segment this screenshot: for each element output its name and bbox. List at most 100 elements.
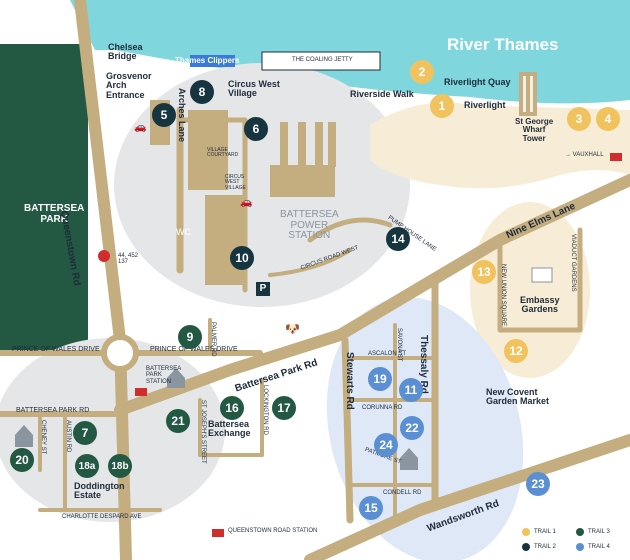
bus-stop-icon bbox=[98, 250, 110, 262]
battersea-exchange-label: Battersea Exchange bbox=[208, 419, 251, 439]
grosvenor-arch-label: Grosvenor Arch Entrance bbox=[106, 71, 152, 100]
road-circus-west bbox=[268, 248, 352, 277]
rail-icon-battersea-park bbox=[135, 388, 147, 396]
wc-label: WC bbox=[176, 227, 191, 237]
road-label-palmer: PALMER RD bbox=[210, 322, 216, 357]
legend-trail-2-dot bbox=[522, 543, 530, 551]
road-label-new-union-square: NEW UNION SQUARE bbox=[500, 264, 506, 327]
vauxhall-label: → VAUXHALL bbox=[565, 152, 604, 158]
trail-marker[interactable]: 17 bbox=[272, 396, 296, 420]
road-new-union-square bbox=[497, 227, 583, 333]
embassy-gardens-label: Embassy Gardens bbox=[520, 295, 560, 315]
road-label-prince-of-wales-left: PRINCE OF WALES DRIVE bbox=[12, 346, 100, 353]
park-label: BATTERSEA PARK bbox=[24, 203, 85, 225]
church-icon-patmore bbox=[400, 448, 418, 470]
battersea-park-station-label: BATTERSEA PARK STATION bbox=[146, 366, 182, 385]
trail-marker[interactable]: 13 bbox=[472, 260, 496, 284]
coaling-jetty bbox=[261, 51, 381, 71]
church-icon-cheney bbox=[15, 425, 33, 447]
trail-marker[interactable]: 5 bbox=[152, 103, 176, 127]
road-label-arches-lane: Arches Lane bbox=[177, 88, 187, 143]
legend-trail-3: TRAIL 3 bbox=[588, 529, 610, 535]
circus-west-small-label: CIRCUS WEST VILLAGE bbox=[225, 174, 246, 191]
trail-marker[interactable]: 11 bbox=[399, 378, 423, 402]
car-icon-village: 🚗 bbox=[240, 197, 253, 208]
power-station-label: BATTERSEA POWER STATION bbox=[280, 209, 339, 241]
trail-marker[interactable]: 6 bbox=[244, 117, 268, 141]
riverlight-label: Riverlight bbox=[464, 100, 506, 110]
trail-marker[interactable]: 15 bbox=[359, 496, 383, 520]
trail-marker[interactable]: 3 bbox=[567, 107, 591, 131]
thames-clippers-pier bbox=[190, 55, 235, 67]
trail-marker[interactable]: 9 bbox=[178, 325, 202, 349]
power-station-building bbox=[270, 165, 335, 197]
legend-trail-2: TRAIL 2 bbox=[534, 544, 556, 550]
road-lockington bbox=[198, 378, 264, 457]
trail-marker[interactable]: 12 bbox=[504, 339, 528, 363]
road-label-austin: AUSTIN RD bbox=[65, 420, 71, 453]
road-label-charlotte-despard: CHARLOTTE DESPARD AVE bbox=[62, 514, 142, 520]
road-label-ascalon: ASCALON ST bbox=[368, 351, 407, 357]
road-label-prince-of-wales-right: PRINCE OF WALES DRIVE bbox=[150, 346, 238, 353]
church-icon-park-station bbox=[167, 368, 185, 388]
village-block bbox=[188, 110, 228, 190]
legend-trail-3-dot bbox=[576, 528, 584, 536]
st-george-label: St George Wharf Tower bbox=[515, 117, 554, 143]
legend-trail-1: TRAIL 1 bbox=[534, 529, 556, 535]
parking-icon: P bbox=[256, 282, 270, 296]
legend-trail-4-dot bbox=[576, 543, 584, 551]
road-label-stewarts: Stewarts Rd bbox=[344, 352, 355, 410]
road-label-battersea-park-small: BATTERSEA PARK RD bbox=[16, 407, 90, 414]
riverlight-quay-label: Riverlight Quay bbox=[444, 77, 511, 87]
road-label-corunna: CORUNNA RD bbox=[362, 405, 403, 411]
village-courtyard-label: VILLAGE COURTYARD bbox=[207, 147, 239, 159]
bus-numbers-label: 44, 452 137 bbox=[118, 253, 139, 266]
trail-marker[interactable]: 22 bbox=[400, 416, 424, 440]
road-pump-house bbox=[307, 217, 393, 243]
zone-trail-1-river bbox=[370, 102, 630, 189]
road-label-st-josephs: ST JOSEPH'S STREET bbox=[200, 400, 206, 464]
new-covent-garden-label: New Covent Garden Market bbox=[486, 387, 550, 407]
trail-marker[interactable]: 8 bbox=[190, 80, 214, 104]
village-block-2 bbox=[205, 195, 245, 285]
coaling-jetty-label: THE COALING JETTY bbox=[292, 57, 353, 63]
thames-clippers-label: Thames Clippers bbox=[175, 56, 240, 65]
trail-marker[interactable]: 18b bbox=[108, 454, 132, 478]
doddington-estate-label: Doddington Estate bbox=[74, 481, 125, 501]
road-nine-elms bbox=[334, 174, 630, 341]
road-battersea-park bbox=[114, 329, 346, 416]
trail-marker[interactable]: 19 bbox=[368, 367, 392, 391]
road-label-condell: CONDELL RD bbox=[383, 490, 422, 496]
trail-marker[interactable]: 2 bbox=[410, 60, 434, 84]
legend-trail-1-dot bbox=[522, 528, 530, 536]
trail-marker[interactable]: 20 bbox=[10, 448, 34, 472]
rail-icon-queenstown bbox=[212, 529, 224, 537]
riverside-walk-label: Riverside Walk bbox=[350, 89, 414, 99]
trail-marker[interactable]: 23 bbox=[526, 472, 550, 496]
embassy-flag-icon bbox=[531, 267, 553, 283]
trail-marker[interactable]: 21 bbox=[166, 409, 190, 433]
trail-marker[interactable]: 4 bbox=[596, 107, 620, 131]
road-label-viaduct-gardens: VIADUCT GARDENS bbox=[570, 234, 576, 292]
trail-marker[interactable]: 1 bbox=[430, 94, 454, 118]
queenstown-road-station-label: QUEENSTOWN ROAD STATION bbox=[228, 528, 318, 534]
trail-marker[interactable]: 16 bbox=[220, 396, 244, 420]
trail-marker[interactable]: 7 bbox=[73, 421, 97, 445]
trail-marker[interactable]: 24 bbox=[374, 433, 398, 457]
car-icon-grosvenor: 🚗 bbox=[134, 122, 147, 133]
zone-trail-2 bbox=[114, 63, 410, 307]
trail-marker[interactable]: 14 bbox=[386, 227, 410, 251]
rail-icon-vauxhall bbox=[610, 153, 622, 161]
trail-marker[interactable]: 18a bbox=[75, 454, 99, 478]
legend-trail-4: TRAIL 4 bbox=[588, 544, 610, 550]
battersea-park bbox=[0, 44, 88, 350]
circus-west-label: Circus West Village bbox=[228, 79, 280, 99]
road-label-lockington: LOCKINGTON RD bbox=[262, 385, 268, 435]
road-label-cheney: CHENEY ST bbox=[40, 420, 46, 455]
road-wandsworth bbox=[304, 434, 630, 560]
dog-icon: 🐶 bbox=[285, 322, 300, 336]
trail-marker[interactable]: 10 bbox=[230, 246, 254, 270]
road-stewarts bbox=[341, 336, 354, 524]
